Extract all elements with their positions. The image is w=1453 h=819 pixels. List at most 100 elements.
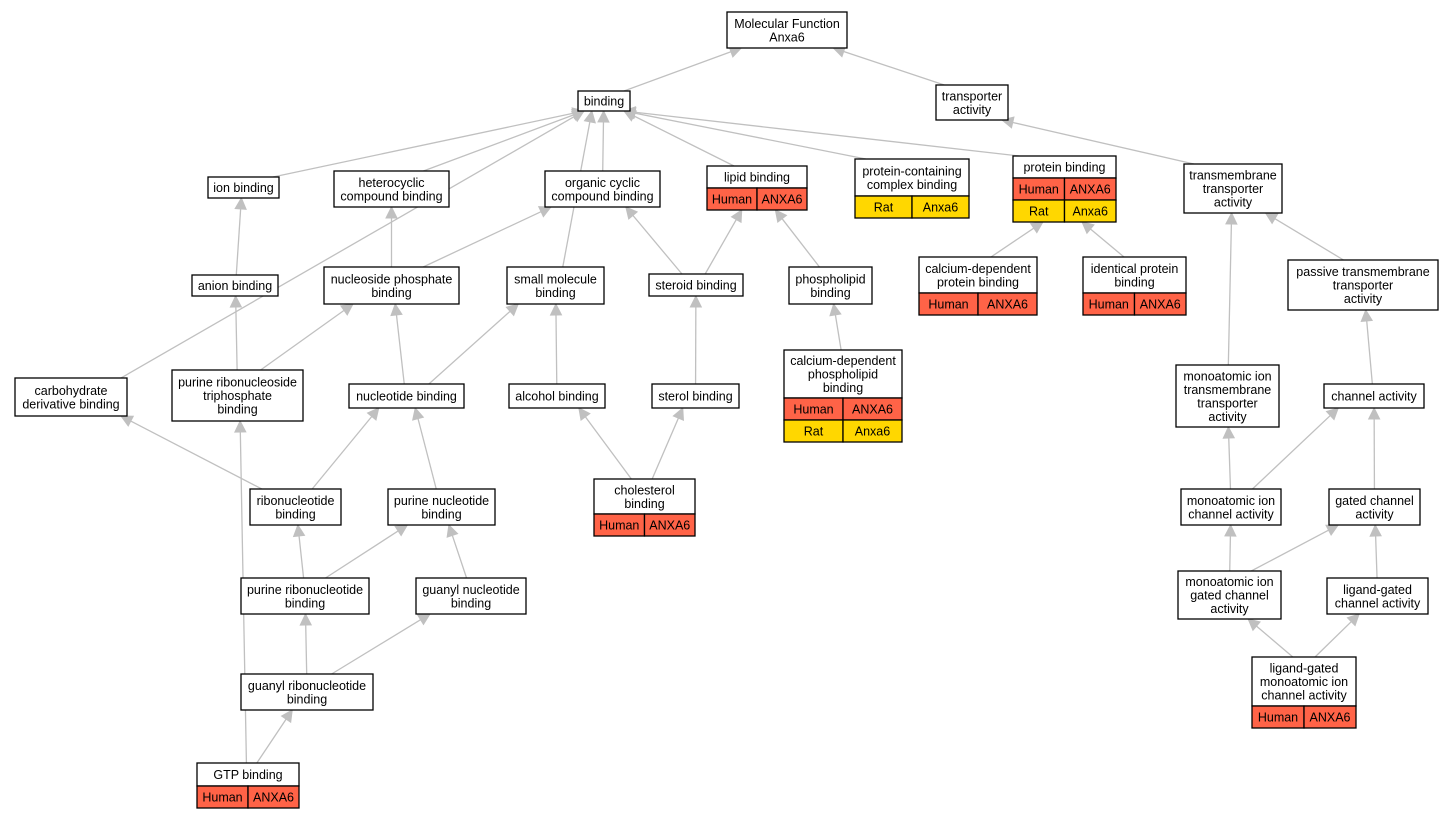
node-box (726, 11, 848, 49)
edge-calcium-dependent-protein-binding-to-protein-binding (990, 221, 1044, 258)
edge-purine-nucleotide-binding-to-nucleotide-binding (412, 406, 437, 490)
node-label: alcohol binding (515, 390, 598, 404)
node-label: binding (823, 381, 863, 395)
node-label: transporter (1197, 396, 1257, 410)
edge-arrowhead (292, 523, 306, 538)
edge-arrowhead (1367, 406, 1381, 420)
edge-calcium-dependent-phospholipid-binding-to-phospholipid-binding (829, 302, 842, 351)
node-box (544, 170, 661, 208)
edge-steroid-binding-to-organic-cyclic-compound-binding (625, 206, 683, 275)
edge-arrowhead (537, 206, 553, 218)
species-label: Rat (874, 201, 894, 215)
edge-arrowhead (505, 303, 520, 317)
edge-ligand-gated-channel-activity-to-gated-channel-activity (1369, 523, 1382, 579)
node-label: binding (624, 497, 664, 511)
node-label: Molecular Function (734, 17, 840, 31)
node-anion-binding[interactable]: anion binding (191, 274, 279, 297)
node-label: purine ribonucleotide (247, 583, 363, 597)
edge-line (235, 208, 242, 276)
edge-line (120, 115, 575, 379)
node-label: activity (953, 103, 992, 117)
node-box (207, 176, 280, 199)
node-label: channel activity (1331, 390, 1417, 404)
species-label: Human (1258, 711, 1298, 725)
gene-label: ANXA6 (852, 403, 893, 417)
edge-line (623, 51, 732, 92)
edge-arrowhead (1360, 308, 1374, 323)
edge-monoatomic-ion-channel-activity-to-monoatomic-ion-transmembrane-transporter-activity (1222, 425, 1236, 490)
node-label: nucleotide binding (356, 390, 457, 404)
node-ion-binding[interactable]: ion binding (207, 176, 280, 199)
node-box (508, 383, 606, 409)
edge-line (130, 420, 263, 490)
node-alcohol-binding[interactable]: alcohol binding (508, 383, 606, 409)
node-box (249, 488, 342, 526)
species-label: Human (1019, 183, 1059, 197)
species-label: Human (599, 519, 639, 533)
rat-annotation-cell (842, 419, 903, 443)
edge-anion-binding-to-ion-binding (234, 196, 247, 276)
human-annotation-cell (1303, 705, 1357, 729)
node-box (593, 478, 696, 515)
node-label: activity (1214, 196, 1253, 210)
edge-line (417, 418, 437, 490)
edge-guanyl-nucleotide-binding-to-purine-nucleotide-binding (446, 523, 468, 579)
node-monoatomic-ion-transmembrane-transporter-activity[interactable]: monoatomic iontransmembranetransporterac… (1175, 364, 1280, 428)
edge-line (1250, 529, 1329, 572)
node-binding[interactable]: binding (577, 90, 631, 112)
edge-steroid-binding-to-lipid-binding (704, 209, 743, 275)
edge-line (1252, 415, 1331, 490)
node-label: compound binding (551, 189, 653, 203)
node-label: channel activity (1335, 596, 1421, 610)
edge-line (1374, 535, 1378, 579)
node-channel-activity[interactable]: channel activity (1323, 383, 1425, 409)
gene-label: ANXA6 (1140, 298, 1181, 312)
edge-line (584, 416, 632, 480)
node-box (651, 383, 740, 409)
node-steroid-binding[interactable]: steroid binding (648, 273, 744, 297)
node-label: purine ribonucleoside (178, 376, 297, 390)
node-label: purine nucleotide (394, 494, 489, 508)
edge-arrowhead (689, 294, 703, 308)
node-label: ribonucleotide (257, 494, 335, 508)
edge-arrowhead (1224, 523, 1237, 537)
node-box (14, 377, 128, 417)
node-nucleotide-binding[interactable]: nucleotide binding (348, 383, 465, 409)
edge-organic-cyclic-compound-binding-to-binding (597, 109, 610, 172)
edge-line (298, 535, 305, 579)
node-label: cholesterol (614, 483, 674, 497)
node-calcium-dependent-phospholipid-binding[interactable]: calcium-dependentphospholipidbindingHuma… (783, 349, 903, 443)
node-sterol-binding[interactable]: sterol binding (651, 383, 740, 409)
gene-label: ANXA6 (649, 519, 690, 533)
node-label: transporter (1203, 182, 1263, 196)
edge-ligand-gated-monoatomic-ion-channel-activity-to-ligand-gated-channel-activity (1314, 613, 1360, 658)
